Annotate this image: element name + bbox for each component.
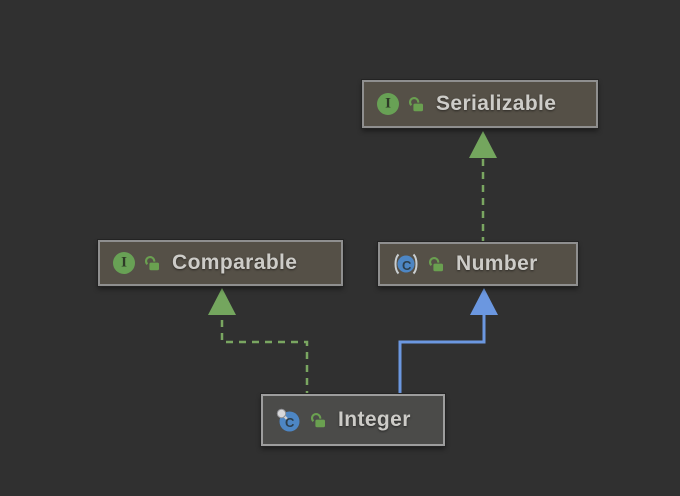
node-integer[interactable]: C Integer [261,394,445,446]
interface-icon: I [377,93,399,115]
interface-icon-letter: I [121,254,127,270]
abstract-class-icon: C [393,253,419,275]
node-comparable[interactable]: I Comparable [98,240,343,286]
class-icon-letter: C [402,258,412,273]
interface-icon-letter: I [385,95,391,111]
node-serializable[interactable]: I Serializable [362,80,598,128]
edge-integer-implements-comparable [208,288,309,398]
node-number[interactable]: C Number [378,242,578,286]
lock-open-icon [408,97,423,112]
final-class-icon: C [276,408,301,433]
node-label: Serializable [436,92,557,115]
lock-open-icon [428,257,443,272]
lock-open-icon [144,256,159,271]
node-label: Integer [338,408,411,431]
interface-icon: I [113,252,135,274]
edge-integer-extends-number [398,288,498,398]
node-label: Comparable [172,251,298,274]
lock-open-icon [310,413,325,428]
class-icon-letter: C [285,414,295,430]
node-label: Number [456,252,538,275]
edge-number-implements-serializable [469,131,497,244]
